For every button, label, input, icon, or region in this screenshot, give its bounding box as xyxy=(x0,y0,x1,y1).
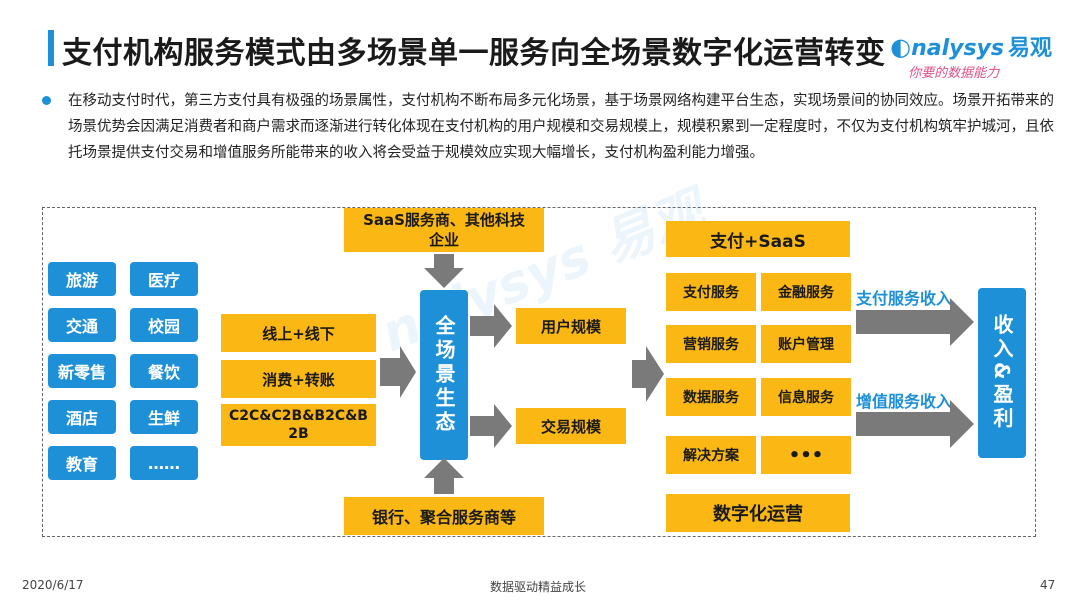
arrow-down-icon xyxy=(424,254,464,288)
scene-box: 酒店 xyxy=(48,400,116,434)
result-box: 收入&盈利 xyxy=(978,288,1026,458)
logo-text: nalysys xyxy=(911,36,1004,61)
service-box: 数据服务 xyxy=(666,378,756,416)
scale-box-users: 用户规模 xyxy=(516,308,626,344)
center-label: 全场景生态 xyxy=(432,315,456,435)
scene-box: 餐饮 xyxy=(130,354,198,388)
digital-ops-box: 数字化运营 xyxy=(666,494,850,532)
service-box: 解决方案 xyxy=(666,436,756,474)
income-label-pay: 支付服务收入 xyxy=(856,289,953,308)
scene-box: 旅游 xyxy=(48,262,116,296)
saas-header-box: 支付+SaaS xyxy=(666,221,850,257)
center-ecosystem-box: 全场景生态 xyxy=(420,290,468,460)
scene-box: 校园 xyxy=(130,308,198,342)
scene-box: 生鲜 xyxy=(130,400,198,434)
bottom-input-box: 银行、聚合服务商等 xyxy=(344,497,544,535)
scene-box: 新零售 xyxy=(48,354,116,388)
intro-paragraph: 在移动支付时代，第三方支付具有极强的场景属性，支付机构不断布局多元化场景，基于场… xyxy=(68,93,1054,161)
footer-date: 2020/6/17 xyxy=(22,578,84,592)
footer-slogan: 数据驱动精益成长 xyxy=(490,580,587,594)
channel-box: C2C&C2B&B2C&B2B xyxy=(221,404,376,446)
service-box: 信息服务 xyxy=(761,378,851,416)
service-box: 金融服务 xyxy=(761,273,851,311)
service-box: 营销服务 xyxy=(666,325,756,363)
scene-box: 交通 xyxy=(48,308,116,342)
service-box: 支付服务 xyxy=(666,273,756,311)
logo-c-icon: ◐ xyxy=(890,33,912,61)
arrow-right-icon xyxy=(470,404,512,448)
arrow-right-icon xyxy=(470,304,512,348)
scene-box: 教育 xyxy=(48,446,116,480)
page-title: 支付机构服务模式由多场景单一服务向全场景数字化运营转变 xyxy=(62,36,886,71)
title-accent-bar xyxy=(48,30,54,66)
scene-box: …… xyxy=(130,446,198,480)
income-label-value: 增值服务收入 xyxy=(856,392,953,411)
channel-box: 线上+线下 xyxy=(221,314,376,352)
page-number: 47 xyxy=(1040,578,1056,592)
arrow-right-icon xyxy=(856,298,974,346)
logo-cn: 易观 xyxy=(1007,36,1052,61)
arrow-right-icon xyxy=(856,400,974,448)
scale-box-trades: 交易规模 xyxy=(516,408,626,444)
channel-box: 消费+转账 xyxy=(221,360,376,398)
service-box: ••• xyxy=(761,436,851,474)
logo-subtitle: 你要的数据能力 xyxy=(908,66,1000,81)
arrow-right-icon xyxy=(380,346,416,398)
result-label: 收入&盈利 xyxy=(990,314,1014,432)
arrow-right-icon xyxy=(632,346,664,402)
arrow-up-icon xyxy=(424,458,464,494)
scene-box: 医疗 xyxy=(130,262,198,296)
top-input-box: SaaS服务商、其他科技企业 xyxy=(344,208,544,252)
bullet-icon xyxy=(42,96,51,105)
diagram-frame xyxy=(42,207,1036,537)
service-box: 账户管理 xyxy=(761,325,851,363)
